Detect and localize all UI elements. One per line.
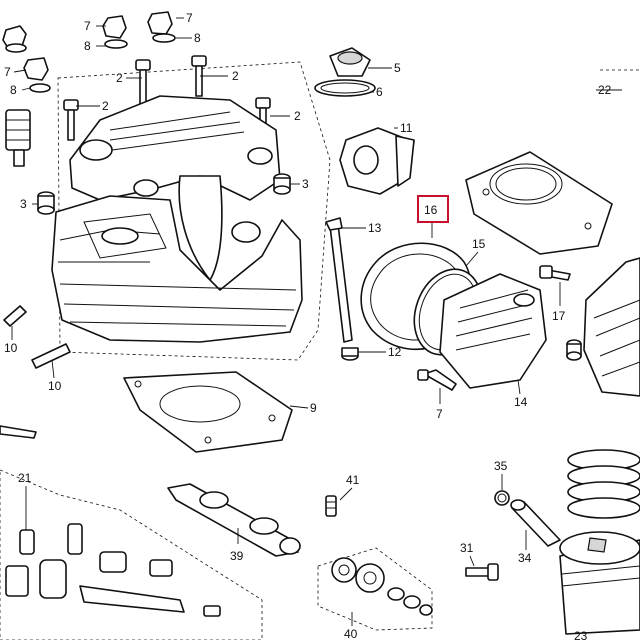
callout-21: 21 <box>18 471 32 485</box>
callout-5: 5 <box>394 61 401 75</box>
callout-35: 35 <box>494 459 508 473</box>
cap-5 <box>329 47 371 77</box>
stud-10-b <box>31 343 71 369</box>
callout-13: 13 <box>368 221 382 235</box>
bolt-31 <box>465 563 499 581</box>
callout-41: 41 <box>346 473 360 487</box>
piston-rings <box>567 449 640 519</box>
callout-7-top-right: 7 <box>186 11 193 25</box>
long-stud-13 <box>325 217 353 343</box>
callout-11: 11 <box>400 121 413 135</box>
oring-6 <box>314 79 376 97</box>
head-gasket <box>123 371 293 453</box>
cylinder-gasket <box>465 151 613 255</box>
cylinder-head <box>51 195 303 343</box>
bolt-17 <box>539 265 571 281</box>
callout-labels: 7 8 7 8 7 8 2 2 2 2 3 3 5 6 11 13 16 15 … <box>4 11 612 640</box>
callout-10-b: 10 <box>48 379 62 393</box>
nut-7-top-left <box>2 25 27 53</box>
callout-16-highlight-box <box>417 195 449 223</box>
cylinder-head-cover <box>69 95 281 281</box>
leader-lines <box>11 17 622 626</box>
callout-3-left: 3 <box>20 197 27 211</box>
dowel-3-right <box>273 173 291 195</box>
callout-2-d: 2 <box>294 109 301 123</box>
callout-2-b: 2 <box>232 69 239 83</box>
callout-8-left: 8 <box>10 83 17 97</box>
callout-7-lower: 7 <box>436 407 443 421</box>
callout-9: 9 <box>310 401 317 415</box>
nut-7-top-right <box>147 11 176 43</box>
callout-12: 12 <box>388 345 402 359</box>
callout-15: 15 <box>472 237 486 251</box>
callout-8-top-right: 8 <box>194 31 201 45</box>
nut-7-left <box>23 57 51 93</box>
piston <box>559 531 640 635</box>
callout-10-a: 10 <box>4 341 18 355</box>
callout-8-top: 8 <box>84 39 91 53</box>
cylinder-block <box>583 257 640 397</box>
nut-7-top <box>102 15 128 49</box>
clip-35 <box>494 490 510 506</box>
head-group-outline <box>57 61 331 361</box>
bolt-2-a <box>135 59 151 105</box>
pin-41 <box>325 495 337 517</box>
callout-2-a: 2 <box>116 71 123 85</box>
callout-40: 40 <box>344 627 358 640</box>
callout-6: 6 <box>376 85 383 99</box>
stud-10-a <box>3 305 27 327</box>
callout-17: 17 <box>552 309 566 323</box>
callout-7-left: 7 <box>4 65 11 79</box>
dowel-3-left <box>37 191 55 215</box>
camshaft-39 <box>167 483 301 557</box>
bolt-7-lower <box>417 369 457 391</box>
nut-12 <box>341 347 359 361</box>
callout-14: 14 <box>514 395 528 409</box>
cover-14 <box>439 273 547 389</box>
callout-16: 16 <box>424 203 438 217</box>
tool-left <box>0 425 37 439</box>
gear-set-40 <box>317 547 433 631</box>
callout-34: 34 <box>518 551 532 565</box>
dowel-cyl <box>566 339 582 361</box>
callout-22: 22 <box>598 83 612 97</box>
callout-2-c: 2 <box>102 99 109 113</box>
left-group-outline <box>0 469 263 640</box>
callout-31: 31 <box>460 541 474 555</box>
callout-3-right: 3 <box>302 177 309 191</box>
spark-plug <box>5 109 31 167</box>
callout-7-top: 7 <box>84 19 91 33</box>
rocker-parts-21 <box>5 523 221 617</box>
bolt-2-b <box>191 55 207 97</box>
bolt-2-c <box>63 99 79 141</box>
callout-39: 39 <box>230 549 244 563</box>
piston-pin-34 <box>510 499 561 547</box>
callout-23: 23 <box>574 629 588 640</box>
intake-manifold <box>339 127 415 195</box>
